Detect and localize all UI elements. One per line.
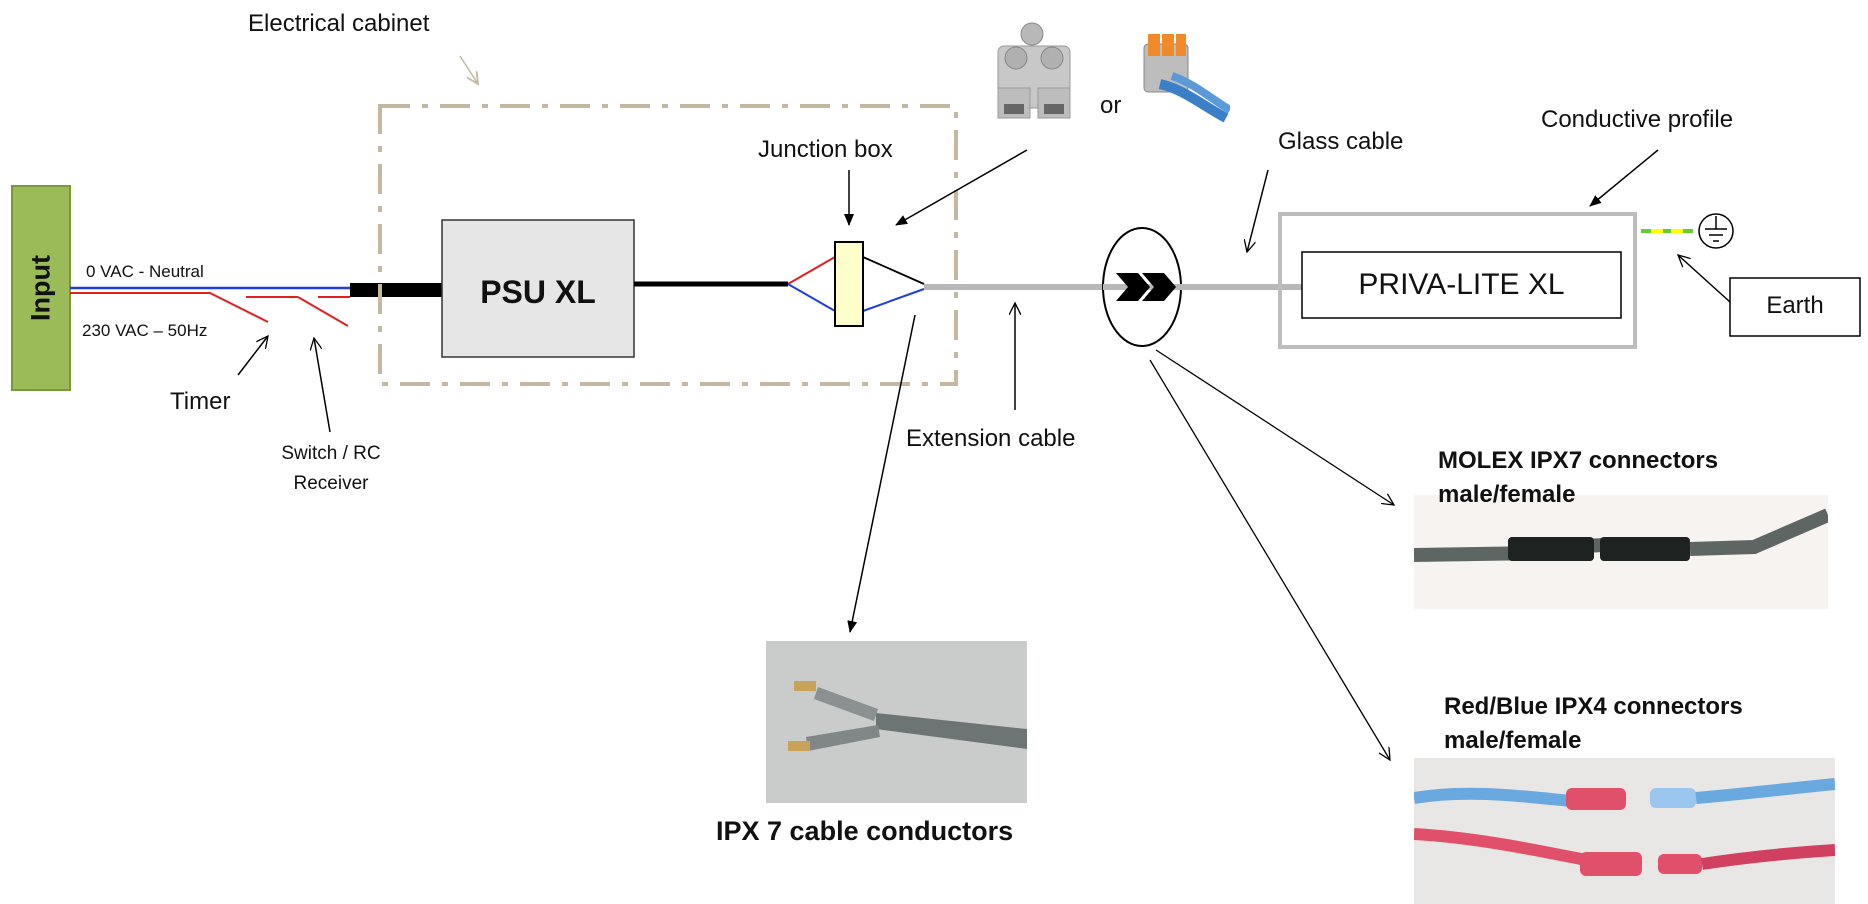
lever-connector-icon <box>1130 14 1230 126</box>
conductive-profile-label: Conductive profile <box>1541 106 1734 133</box>
double-chevron-connector-icon <box>1116 273 1176 301</box>
timer-arrow <box>237 336 268 376</box>
or-label: or <box>1100 92 1122 119</box>
ipx7-caption: IPX 7 cable conductors <box>716 816 1014 846</box>
conductive-profile <box>1278 212 1637 349</box>
conductive-profile-arrow <box>1589 149 1659 207</box>
screw-terminal-block-icon <box>992 16 1076 128</box>
red-blue-connector-photo <box>1414 758 1835 904</box>
junction-red-in <box>787 256 836 285</box>
redblue-arrow <box>1149 359 1390 760</box>
junction-box-label: Junction box <box>758 136 893 163</box>
psu-label: PSU XL <box>480 274 596 310</box>
earth-arrow <box>1678 255 1731 303</box>
molex-label-line2: male/female <box>1438 481 1576 508</box>
junction-black-out <box>862 256 925 285</box>
electrical-cabinet-border <box>378 104 958 386</box>
phase-wire <box>70 292 269 323</box>
input-block <box>11 185 71 391</box>
redblue-label-line1: Red/Blue IPX4 connectors <box>1444 693 1743 720</box>
electrical-cabinet-label: Electrical cabinet <box>248 10 430 37</box>
earth-label-box <box>1729 277 1861 337</box>
terminal-arrow <box>895 149 1028 226</box>
junction-blue-out <box>862 288 925 312</box>
timer-label: Timer <box>170 388 231 415</box>
switch-arrow <box>314 338 331 433</box>
molex-arrow <box>1155 349 1394 505</box>
priva-lite-box <box>1301 251 1622 319</box>
glass-cable-arrow <box>1247 169 1269 252</box>
cabinet-label-arrow <box>459 55 478 84</box>
junction-box <box>834 241 864 327</box>
molex-label-line1: MOLEX IPX7 connectors <box>1438 447 1719 474</box>
psu-box <box>441 219 635 358</box>
molex-connector-photo <box>1414 495 1828 609</box>
earth-label: Earth <box>1766 292 1824 319</box>
ipx7-arrow <box>847 314 916 633</box>
glass-cable-label: Glass cable <box>1278 128 1404 155</box>
ipx7-cable-photo <box>766 641 1027 803</box>
earth-ground-icon <box>1698 213 1734 249</box>
phase-label: 230 VAC – 50Hz <box>82 321 208 340</box>
switch-contact <box>297 296 349 327</box>
switch-label-line1: Switch / RC <box>281 443 381 464</box>
switch-label-line2: Receiver <box>293 473 369 494</box>
priva-lite-label: PRIVA-LITE XL <box>1358 268 1565 301</box>
redblue-label-line2: male/female <box>1444 727 1582 754</box>
junction-blue-in <box>787 283 836 312</box>
extension-cable-label: Extension cable <box>906 425 1076 452</box>
input-label: Input <box>25 255 56 321</box>
neutral-label: 0 VAC - Neutral <box>86 262 204 281</box>
